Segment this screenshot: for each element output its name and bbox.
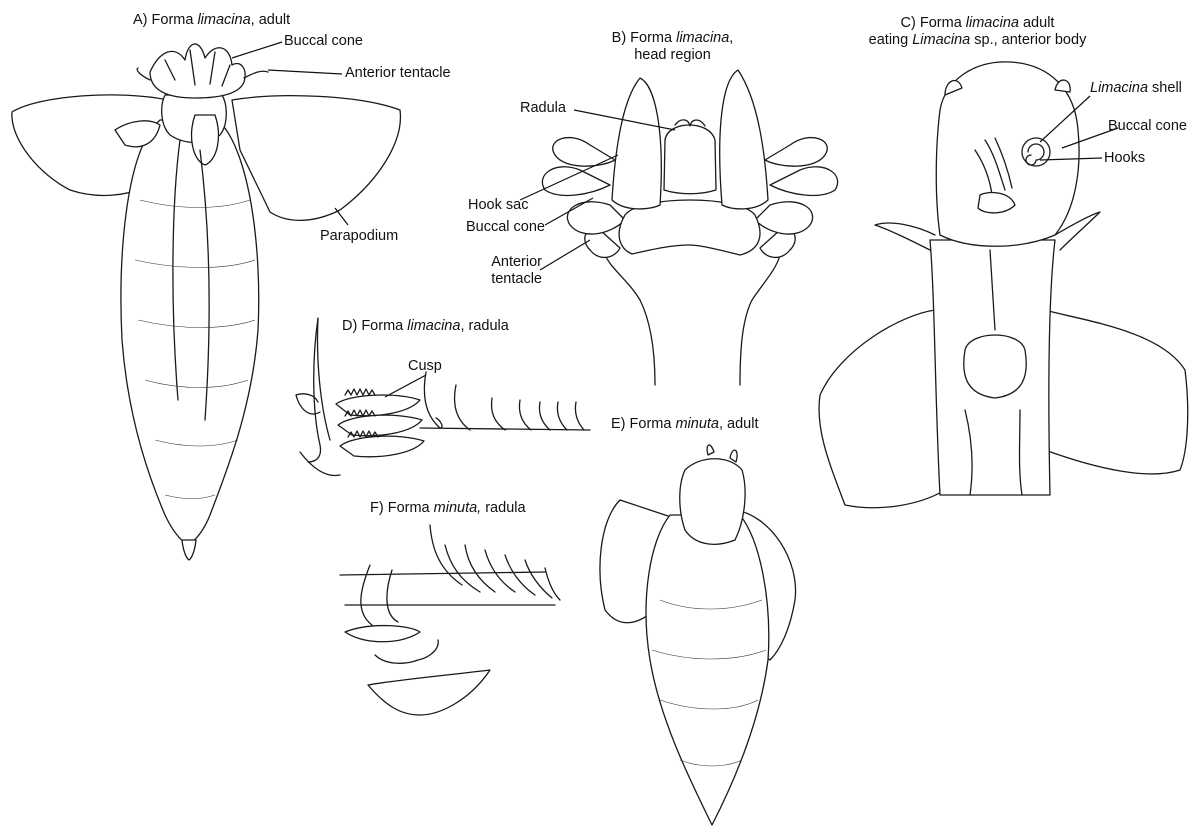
panel-c-label-buccal-cone: Buccal cone [1108,118,1187,135]
panel-b-drawing [542,70,837,385]
panel-a-title: A) Forma limacina, adult [133,12,290,29]
panel-e-drawing [600,445,796,825]
panel-c-label-limacina-shell: Limacina shell [1090,80,1182,97]
panel-b-title: B) Forma limacina, head region [585,30,760,64]
panel-b-label-hook-sac: Hook sac [468,197,528,214]
panel-a-label-parapodium: Parapodium [320,228,398,245]
panel-c-label-hooks: Hooks [1104,150,1145,167]
leader-a-buccal-cone [232,42,282,58]
leader-a-anterior-tentacle [268,70,342,74]
panel-f-drawing [340,525,560,715]
panel-c-title: C) Forma limacina adult eating Limacina … [860,15,1095,49]
leader-b-anterior-tentacle [540,240,590,270]
panel-b-label-buccal-cone: Buccal cone [466,219,545,236]
panel-a-label-buccal-cone: Buccal cone [284,33,363,50]
panel-b-label-radula: Radula [520,100,566,117]
panel-a-label-anterior-tentacle: Anterior tentacle [345,65,451,82]
panel-d-drawing [296,318,590,476]
panel-d-title: D) Forma limacina, radula [342,318,509,335]
panel-b-label-anterior-tentacle: Anterior tentacle [470,254,542,288]
panel-d-label-cusp: Cusp [408,358,442,375]
panel-a-drawing [12,44,401,560]
panel-f-title: F) Forma minuta, radula [370,500,526,517]
panel-e-title: E) Forma minuta, adult [611,416,758,433]
leader-a-parapodium [335,208,348,225]
leader-d-cusp [385,375,426,397]
